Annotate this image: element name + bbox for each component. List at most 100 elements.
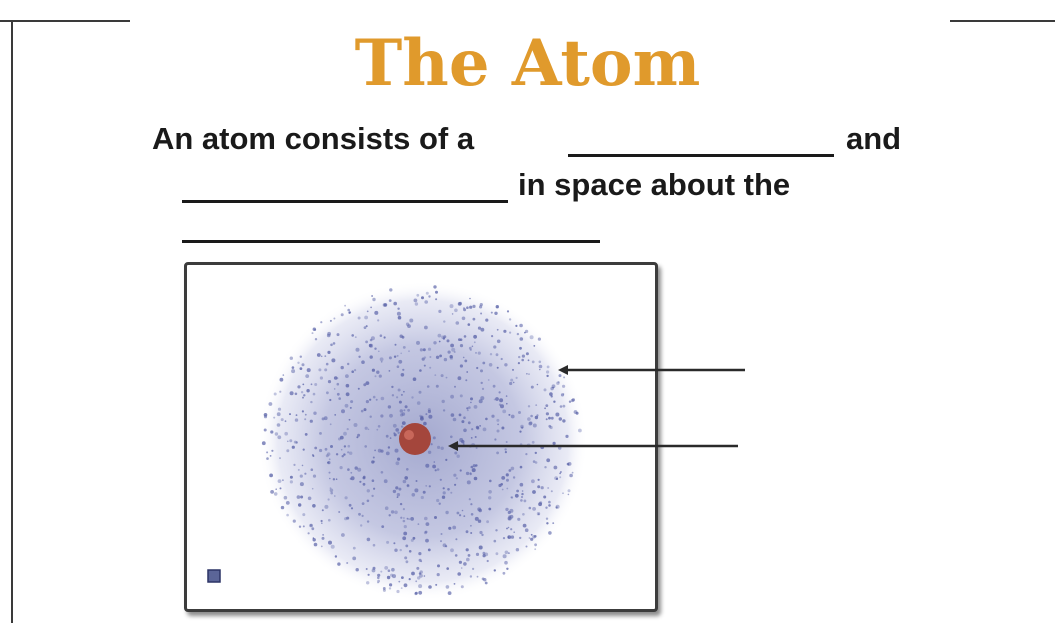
electron-dot <box>282 374 285 376</box>
electron-dot <box>457 376 462 381</box>
electron-dot <box>294 392 298 396</box>
electron-dot <box>455 477 458 480</box>
electron-dot <box>329 423 332 426</box>
electron-dot <box>469 305 473 309</box>
electron-dot <box>458 560 462 564</box>
electron-dot <box>472 567 475 570</box>
electron-dot <box>475 447 478 449</box>
electron-dot <box>419 414 422 418</box>
electron-dot <box>443 320 446 323</box>
electron-dot <box>333 376 338 380</box>
electron-dot <box>510 466 515 471</box>
electron-dot <box>445 545 448 548</box>
electron-dot <box>423 575 426 577</box>
electron-dot <box>363 326 367 329</box>
electron-dot <box>424 530 428 534</box>
electron-dot <box>298 525 302 528</box>
electron-dot <box>307 532 310 535</box>
electron-dot <box>324 504 329 509</box>
electron-dot <box>478 545 483 550</box>
electron-dot <box>537 513 540 515</box>
electron-dot <box>394 343 397 346</box>
electron-dot <box>448 526 452 530</box>
electron-dot <box>527 359 530 362</box>
electron-dot <box>545 506 548 509</box>
electron-dot <box>301 410 304 413</box>
electron-dot <box>493 569 496 572</box>
electron-dot <box>425 538 429 543</box>
electron-dot <box>494 438 497 441</box>
electron-dot <box>491 335 494 338</box>
electron-dot <box>348 503 352 507</box>
electron-dot <box>411 396 414 399</box>
electron-dot <box>532 423 537 428</box>
electron-dot <box>496 306 499 309</box>
electron-dot <box>487 379 490 381</box>
electron-dot <box>394 548 398 552</box>
electron-dot <box>397 307 400 310</box>
electron-dot <box>438 340 441 343</box>
electron-dot <box>543 495 547 499</box>
electron-dot <box>512 381 515 384</box>
electron-dot <box>273 416 276 419</box>
electron-dot <box>359 480 362 483</box>
electron-dot <box>341 533 345 537</box>
electron-dot <box>521 358 524 362</box>
electron-dot <box>567 464 570 466</box>
electron-dot <box>436 468 440 471</box>
electron-dot <box>371 460 375 464</box>
electron-dot <box>473 334 477 339</box>
electron-dot <box>469 297 471 300</box>
electron-dot <box>416 401 421 405</box>
electron-dot <box>364 445 367 448</box>
electron-dot <box>404 405 408 409</box>
electron-dot <box>526 373 528 375</box>
electron-dot <box>403 525 407 529</box>
electron-dot <box>328 540 332 545</box>
electron-dot <box>509 514 514 519</box>
nucleus-highlight <box>404 430 414 440</box>
electron-dot <box>349 477 352 480</box>
electron-dot <box>548 504 551 507</box>
electron-dot <box>528 421 533 426</box>
electron-dot <box>389 288 393 292</box>
electron-dot <box>318 368 322 372</box>
electron-dot <box>528 537 531 539</box>
electron-dot <box>297 361 300 364</box>
electron-dot <box>445 458 448 461</box>
electron-dot <box>534 451 537 455</box>
electron-dot <box>398 359 403 364</box>
electron-dot <box>563 376 566 379</box>
electron-dot <box>285 501 290 505</box>
electron-dot <box>508 552 510 554</box>
electron-dot <box>369 355 373 359</box>
electron-dot <box>443 335 447 339</box>
electron-dot <box>402 508 405 511</box>
electron-dot <box>548 500 551 504</box>
electron-dot <box>347 362 350 366</box>
electron-dot <box>396 396 399 399</box>
electron-dot <box>380 570 383 573</box>
electron-dot <box>323 416 328 421</box>
electron-dot <box>495 529 498 532</box>
electron-dot <box>391 567 395 572</box>
electron-dot <box>299 482 304 487</box>
electron-dot <box>467 421 471 425</box>
electron-dot <box>360 409 364 413</box>
electron-dot <box>394 448 399 453</box>
electron-dot <box>372 543 376 547</box>
electron-dot <box>336 382 340 386</box>
electron-dot <box>518 411 521 414</box>
electron-dot <box>437 333 442 338</box>
electron-dot <box>534 548 537 551</box>
electron-dot <box>463 335 467 338</box>
electron-dot <box>506 478 509 482</box>
electron-dot <box>427 347 432 351</box>
electron-dot <box>491 414 495 418</box>
electron-dot <box>571 471 574 474</box>
electron-dot <box>505 395 508 397</box>
electron-dot <box>352 556 357 561</box>
electron-dot <box>283 495 288 500</box>
electron-dot <box>401 576 404 579</box>
electron-dot <box>406 468 409 471</box>
